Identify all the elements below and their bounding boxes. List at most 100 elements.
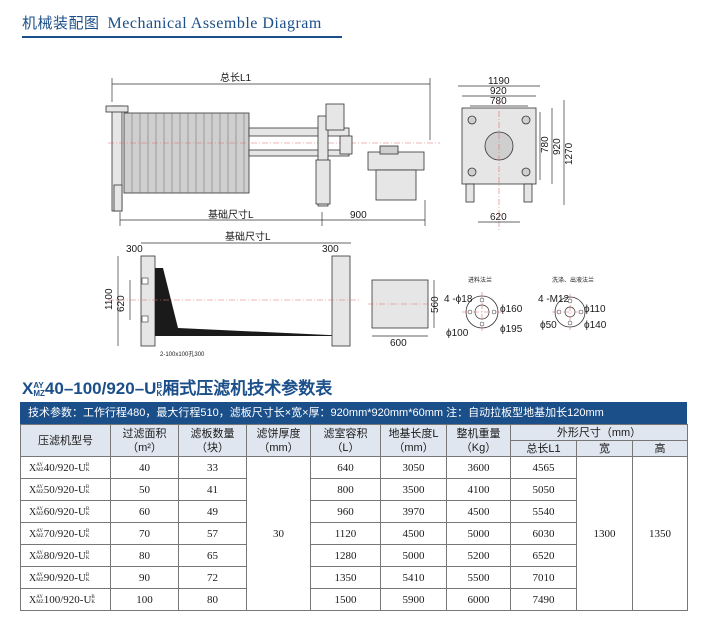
section-header: 机械装配图 Mechanical Assemble Diagram (22, 12, 322, 33)
table-cell: 90 (110, 566, 179, 589)
th-weight: 整机重量（Kg） (446, 424, 511, 457)
table-cell: 1120 (310, 522, 381, 545)
dim-620: 620 (490, 212, 507, 223)
table-cell: 7490 (510, 588, 577, 611)
hydraulic-station (367, 151, 425, 171)
table-cell: 5540 (510, 500, 577, 523)
feed-flange: 进料法兰 4 -ϕ18 ϕ160 ϕ100 ϕ195 (444, 276, 523, 339)
th-model: 压滤机型号 (20, 424, 111, 457)
foundation-left-pier (140, 255, 156, 347)
side-beam (248, 127, 350, 137)
feed-flange-title: 进料法兰 (468, 276, 492, 284)
th-base: 地基长度L（mm） (380, 424, 447, 457)
table-cell: 5200 (446, 544, 511, 567)
wash-flange-holes: 4 -M12 (538, 294, 570, 305)
wash-outlet-flange-title: 洗涤、出液法兰 (552, 276, 594, 284)
th-area: 过滤面积（m²） (110, 424, 179, 457)
table-cell: 3050 (380, 456, 447, 479)
table-cell: 960 (310, 500, 381, 523)
feed-flange-d195: ϕ195 (500, 324, 523, 335)
table-cell: 3500 (380, 478, 447, 501)
dim-780-vertical: 780 (540, 136, 551, 153)
table-cell: 5500 (446, 566, 511, 589)
header-cn: 机械装配图 (22, 14, 100, 32)
table-cell: 41 (178, 478, 247, 501)
table-cell: 4565 (510, 456, 577, 479)
table-cell: 6030 (510, 522, 577, 545)
wash-flange-d50: ϕ50 (540, 320, 557, 331)
parameter-table: 压滤机型号 过滤面积（m²） 滤板数量（块） 滤饼厚度（mm） 滤室容积（L） … (20, 424, 689, 611)
dim-920: 920 (490, 86, 507, 97)
dim-300-right: 300 (322, 244, 339, 255)
table-cell: 1350 (310, 566, 381, 589)
end-view: 1190 920 780 780 920 1270 620 (458, 76, 575, 230)
table-cell: 30 (246, 456, 311, 611)
table-cell: 640 (310, 456, 381, 479)
table-cell: 4100 (446, 478, 511, 501)
table-cell: 4500 (380, 522, 447, 545)
table-cell: 5050 (510, 478, 577, 501)
th-cake: 滤饼厚度（mm） (246, 424, 311, 457)
table-cell: 800 (310, 478, 381, 501)
dim-780: 780 (490, 96, 507, 107)
header-en: Mechanical Assemble Diagram (107, 15, 322, 32)
dim-300-left: 300 (126, 244, 143, 255)
table-cell: 50 (110, 478, 179, 501)
th-volume: 滤室容积（L） (310, 424, 381, 457)
table-cell: 65 (178, 544, 247, 567)
dim-600: 600 (390, 338, 407, 349)
table-cell: 5000 (380, 544, 447, 567)
feed-flange-d100: ϕ100 (446, 328, 469, 339)
dim-1100: 1100 (104, 288, 115, 310)
table-cell: 6520 (510, 544, 577, 567)
table-cell: 100 (110, 588, 179, 611)
th-hei: 高 (631, 440, 689, 457)
table-cell: 1350 (631, 456, 689, 611)
foundation-right-pier (331, 255, 351, 347)
table-cell: 40 (110, 456, 179, 479)
wash-flange-d140: ϕ140 (584, 320, 607, 331)
wash-flange-d110: ϕ110 (584, 304, 606, 315)
foundation-size-label: 基础尺寸L (208, 208, 254, 221)
table-cell: 1280 (310, 544, 381, 567)
mechanical-drawing: 总长L1 (104, 71, 607, 358)
side-view: 总长L1 (105, 71, 440, 226)
th-wid: 宽 (576, 440, 633, 457)
table-cell: 1300 (576, 456, 633, 611)
table-cell: 3970 (380, 500, 447, 523)
table-cell: 5000 (446, 522, 511, 545)
table-cell: 72 (178, 566, 247, 589)
plate-stack (123, 112, 250, 194)
table-cell: 6000 (446, 588, 511, 611)
dim-900: 900 (350, 210, 367, 221)
table-cell: 5410 (380, 566, 447, 589)
th-plates: 滤板数量（块） (178, 424, 247, 457)
table-cell: 5900 (380, 588, 447, 611)
th-outer: 外形尺寸（mm） (509, 424, 689, 441)
total-length-label: 总长L1 (220, 71, 252, 84)
foundation-plan: 基础尺寸L 300 300 1100 620 2-100x100孔300 (104, 230, 360, 358)
control-box (325, 103, 345, 131)
table-cell: 1500 (310, 588, 381, 611)
table-cell: 70 (110, 522, 179, 545)
dim-620-vertical: 620 (116, 295, 127, 312)
table-cell: 57 (178, 522, 247, 545)
th-len: 总长L1 (510, 440, 577, 457)
table-cell: 80 (110, 544, 179, 567)
table-cell: 49 (178, 500, 247, 523)
table-cell: 33 (178, 456, 247, 479)
table-cell: 3600 (446, 456, 511, 479)
foundation-size-label-2: 基础尺寸L (225, 230, 271, 243)
